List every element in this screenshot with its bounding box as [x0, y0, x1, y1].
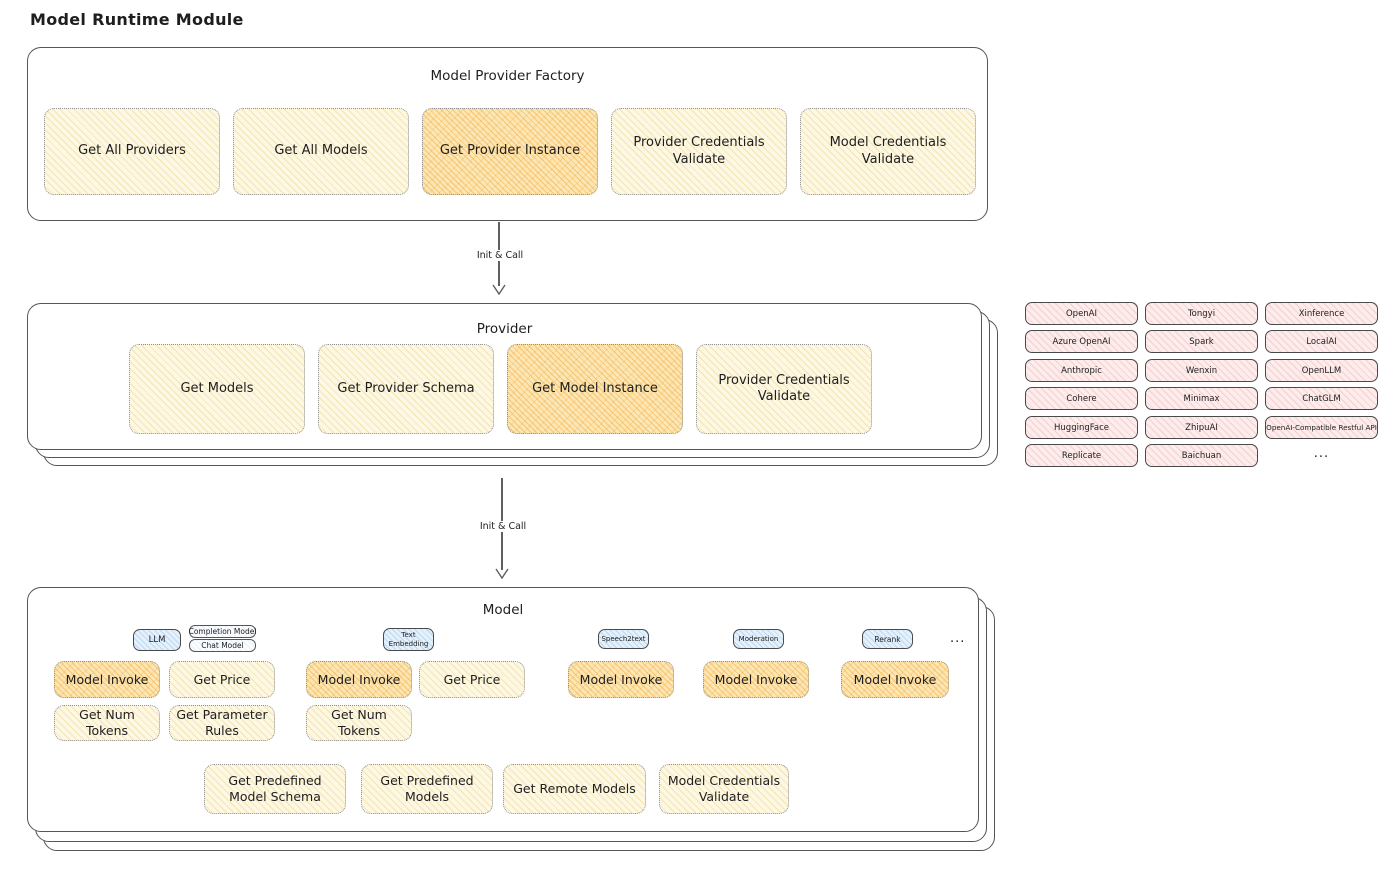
provider-minimax: Minimax: [1145, 387, 1258, 410]
provider-spark: Spark: [1145, 330, 1258, 353]
arrow-factory-provider-head: [492, 284, 506, 295]
provider-cohere: Cohere: [1025, 387, 1138, 410]
model-panel-title: Model: [482, 602, 524, 618]
node-rerank-model-invoke: Model Invoke: [841, 661, 949, 698]
provider-xinference: Xinference: [1265, 302, 1378, 325]
node-get-provider-schema: Get Provider Schema: [318, 344, 494, 434]
page-title: Model Runtime Module: [30, 10, 244, 29]
node-text-embedding-get-price: Get Price: [419, 661, 525, 698]
providers-grid-ellipsis: ...: [1313, 446, 1330, 461]
provider-tongyi: Tongyi: [1145, 302, 1258, 325]
node-provider-credentials-validate-2: Provider Credentials Validate: [696, 344, 872, 434]
node-speech2text-model-invoke: Model Invoke: [568, 661, 674, 698]
node-get-all-models: Get All Models: [233, 108, 409, 195]
node-text-embedding-get-num-tokens: Get Num Tokens: [306, 705, 412, 741]
provider-anthropic: Anthropic: [1025, 359, 1138, 382]
factory-panel: Model Provider Factory Get All Providers…: [27, 47, 988, 221]
provider-chatglm: ChatGLM: [1265, 387, 1378, 410]
arrow-provider-model-label: Init & Call: [474, 521, 532, 532]
provider-baichuan: Baichuan: [1145, 444, 1258, 467]
tag-llm: LLM: [133, 629, 181, 651]
provider-huggingface: HuggingFace: [1025, 416, 1138, 439]
node-moderation-model-invoke: Model Invoke: [703, 661, 809, 698]
model-panel: Model LLM Completion Model Chat Model Te…: [27, 587, 979, 832]
node-model-credentials-validate-2: Model Credentials Validate: [659, 764, 789, 814]
node-get-model-instance: Get Model Instance: [507, 344, 683, 434]
node-provider-credentials-validate: Provider Credentials Validate: [611, 108, 787, 195]
node-get-predefined-model-schema: Get Predefined Model Schema: [204, 764, 346, 814]
model-tags-ellipsis: ...: [950, 631, 966, 646]
node-text-embedding-model-invoke: Model Invoke: [306, 661, 412, 698]
provider-localai: LocalAI: [1265, 330, 1378, 353]
node-get-provider-instance: Get Provider Instance: [422, 108, 598, 195]
node-llm-get-num-tokens: Get Num Tokens: [54, 705, 160, 741]
node-llm-get-parameter-rules: Get Parameter Rules: [169, 705, 275, 741]
tag-moderation: Moderation: [733, 629, 784, 649]
node-llm-get-price: Get Price: [169, 661, 275, 698]
provider-panel: Provider Get Models Get Provider Schema …: [27, 303, 982, 450]
node-get-remote-models: Get Remote Models: [503, 764, 646, 814]
tag-completion-model: Completion Model: [188, 625, 257, 638]
arrow-provider-model-head: [495, 568, 509, 579]
provider-openai-compatible-restful-api: OpenAI-Compatible Restful API: [1265, 416, 1378, 439]
provider-wenxin: Wenxin: [1145, 359, 1258, 382]
provider-openai: OpenAI: [1025, 302, 1138, 325]
provider-openllm: OpenLLM: [1265, 359, 1378, 382]
tag-speech2text: Speech2text: [598, 629, 649, 649]
tag-chat-model: Chat Model: [189, 639, 256, 652]
factory-panel-title: Model Provider Factory: [430, 68, 585, 84]
arrow-factory-provider-label: Init & Call: [471, 250, 529, 261]
provider-panel-title: Provider: [476, 321, 533, 337]
provider-azure-openai: Azure OpenAI: [1025, 330, 1138, 353]
tag-text-embedding: Text Embedding: [383, 628, 434, 651]
provider-zhipuai: ZhipuAI: [1145, 416, 1258, 439]
provider-replicate: Replicate: [1025, 444, 1138, 467]
node-model-credentials-validate: Model Credentials Validate: [800, 108, 976, 195]
node-get-all-providers: Get All Providers: [44, 108, 220, 195]
node-get-models: Get Models: [129, 344, 305, 434]
node-llm-model-invoke: Model Invoke: [54, 661, 160, 698]
node-get-predefined-models: Get Predefined Models: [361, 764, 493, 814]
tag-rerank: Rerank: [862, 629, 913, 649]
